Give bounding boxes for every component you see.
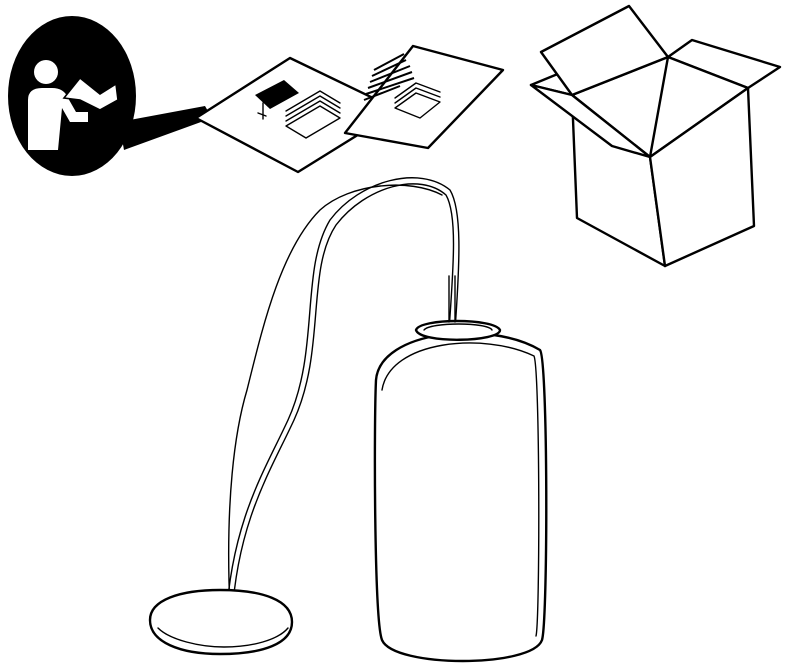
pendant-lamp bbox=[373, 275, 548, 663]
power-cable bbox=[225, 177, 460, 621]
ceiling-canopy bbox=[148, 588, 294, 656]
read-manual-icon bbox=[8, 16, 212, 176]
instruction-sheet bbox=[194, 44, 505, 174]
open-box bbox=[529, 4, 782, 268]
